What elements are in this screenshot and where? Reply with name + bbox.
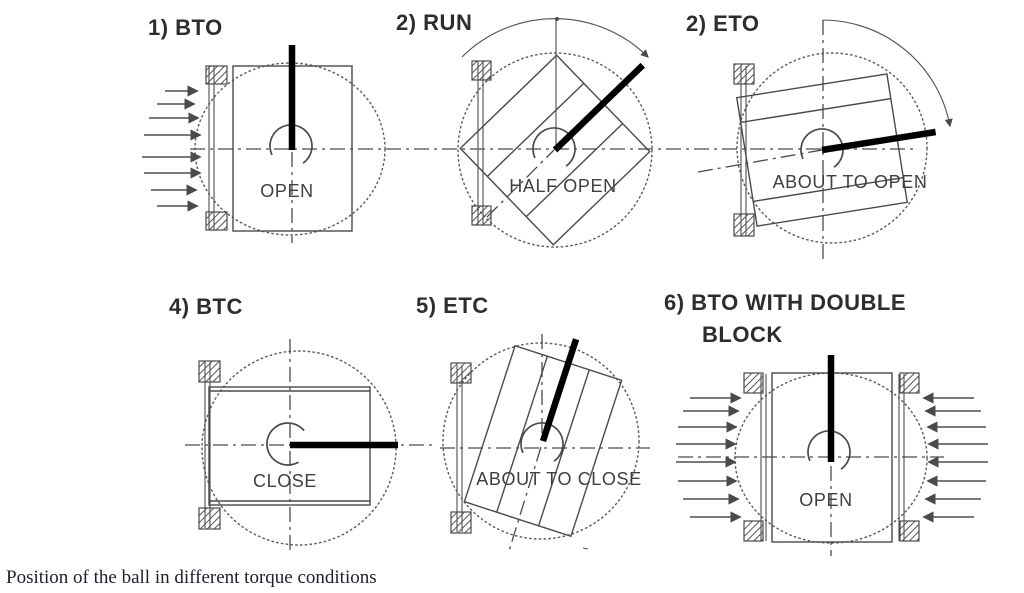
ball-circle — [457, 52, 653, 248]
title-line-1: 6) BTO WITH DOUBLE — [664, 290, 907, 315]
state-label-about-to-open: ABOUT TO OPEN — [772, 172, 928, 192]
seat-left — [733, 63, 755, 237]
tick-mark — [582, 547, 589, 550]
bore-axis-centerline — [486, 149, 555, 218]
flow-arrows-left — [142, 85, 202, 212]
seat-left — [198, 360, 221, 530]
ball-circle — [194, 62, 386, 236]
state-label-open: OPEN — [260, 181, 314, 201]
diagram-title-bto: 1) BTO — [148, 15, 223, 40]
bore-axis-centerline — [508, 446, 542, 552]
bore-axis-centerline — [697, 149, 823, 173]
rotation-sweep-arc — [461, 18, 649, 58]
seat-left — [205, 65, 228, 231]
ball-circle — [736, 52, 928, 244]
stem-handle — [539, 338, 580, 443]
seat-left — [450, 362, 472, 534]
diagram-run-drawing — [457, 17, 653, 248]
ball-circle — [442, 342, 640, 540]
diagram-etc-drawing — [440, 334, 650, 552]
state-label-about-to-close: ABOUT TO CLOSE — [476, 469, 642, 489]
state-label-open-double: OPEN — [799, 490, 853, 510]
stem-handle — [821, 128, 937, 154]
diagram-btc-drawing — [185, 339, 437, 552]
diagram-bto-double-block-drawing — [676, 355, 988, 556]
diagram-title-eto: 2) ETO — [686, 11, 760, 36]
figure-caption: Position of the ball in different torque… — [6, 567, 377, 588]
diagram-title-run: 2) RUN — [396, 10, 473, 35]
state-label-half-open: HALF OPEN — [509, 176, 617, 196]
diagram-title-bto-double-block: 6) BTO WITH DOUBLE BLOCK — [664, 287, 906, 351]
sweep-arc-start-dot — [555, 17, 559, 21]
seat-right — [898, 372, 920, 542]
diagram-bto-drawing — [142, 45, 386, 243]
stem-handle — [552, 62, 646, 153]
rotation-sweep-arc — [822, 19, 953, 128]
diagram-title-btc: 4) BTC — [169, 294, 243, 319]
seat-left — [471, 60, 492, 226]
diagram-title-etc: 5) ETC — [416, 293, 489, 318]
state-label-close: CLOSE — [252, 471, 318, 491]
diagram-eto-drawing — [697, 19, 953, 262]
flow-arrows-left — [676, 392, 742, 523]
flow-arrows-right — [922, 392, 988, 523]
title-line-2: BLOCK — [702, 322, 783, 347]
